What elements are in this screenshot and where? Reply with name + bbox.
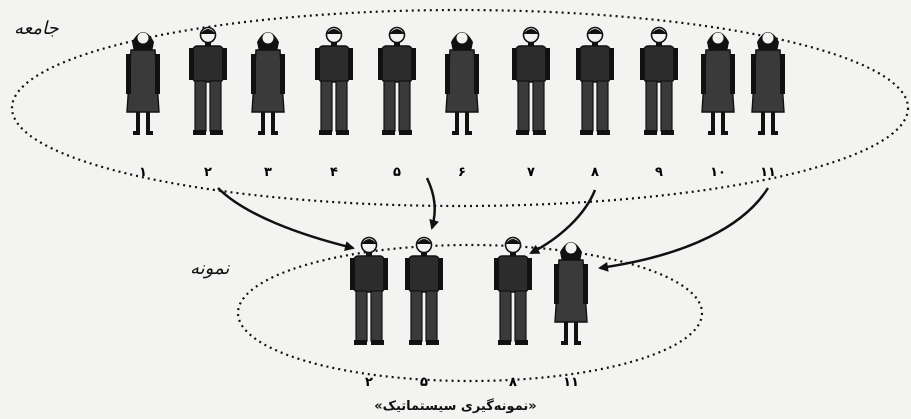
- population-label: جامعه: [14, 18, 59, 39]
- population-number-9: ۹: [655, 165, 663, 180]
- person-9: [640, 28, 678, 136]
- arrow-2: [218, 188, 353, 248]
- sample-number-2: ۵: [420, 375, 428, 390]
- sample-figures: [350, 238, 588, 346]
- sample-number-4: ۱۱: [563, 375, 579, 390]
- sample-number-1: ۲: [365, 375, 373, 390]
- sample-person-1: [350, 238, 388, 346]
- sample-numbers: ۲ ۵ ۸ ۱۱: [365, 375, 579, 390]
- population-figures: [126, 28, 785, 136]
- population-number-6: ۶: [458, 165, 466, 180]
- sample-number-3: ۸: [509, 375, 517, 390]
- sample-label: نمونه: [190, 258, 229, 279]
- population-number-2: ۲: [204, 165, 212, 180]
- arrow-8: [531, 190, 595, 253]
- population-number-7: ۷: [527, 165, 535, 180]
- population-number-11: ۱۱: [760, 165, 776, 180]
- population-number-5: ۵: [393, 165, 401, 180]
- population-number-1: ۱: [139, 165, 147, 180]
- sample-ellipse: [238, 245, 702, 381]
- person-3: [251, 32, 285, 135]
- population-number-10: ۱۰: [710, 165, 726, 180]
- sample-person-4: [554, 242, 588, 345]
- person-10: [701, 32, 735, 135]
- population-number-8: ۸: [591, 165, 599, 180]
- person-8: [576, 28, 614, 136]
- person-11: [751, 32, 785, 135]
- sample-person-2: [405, 238, 443, 346]
- person-7: [512, 28, 550, 136]
- arrow-5: [427, 178, 435, 228]
- diagram-caption: «نمونه‌گیری سیستماتیک»: [0, 399, 911, 414]
- person-5: [378, 28, 416, 136]
- population-number-3: ۳: [264, 165, 272, 180]
- population-numbers: ۱ ۲ ۳ ۴ ۵ ۶ ۷ ۸ ۹ ۱۰ ۱۱: [139, 165, 776, 180]
- person-2: [189, 28, 227, 136]
- person-4: [315, 28, 353, 136]
- person-1: [126, 32, 160, 135]
- population-number-4: ۴: [330, 165, 338, 180]
- arrow-11: [600, 188, 768, 268]
- person-6: [445, 32, 479, 135]
- sample-person-3: [494, 238, 532, 346]
